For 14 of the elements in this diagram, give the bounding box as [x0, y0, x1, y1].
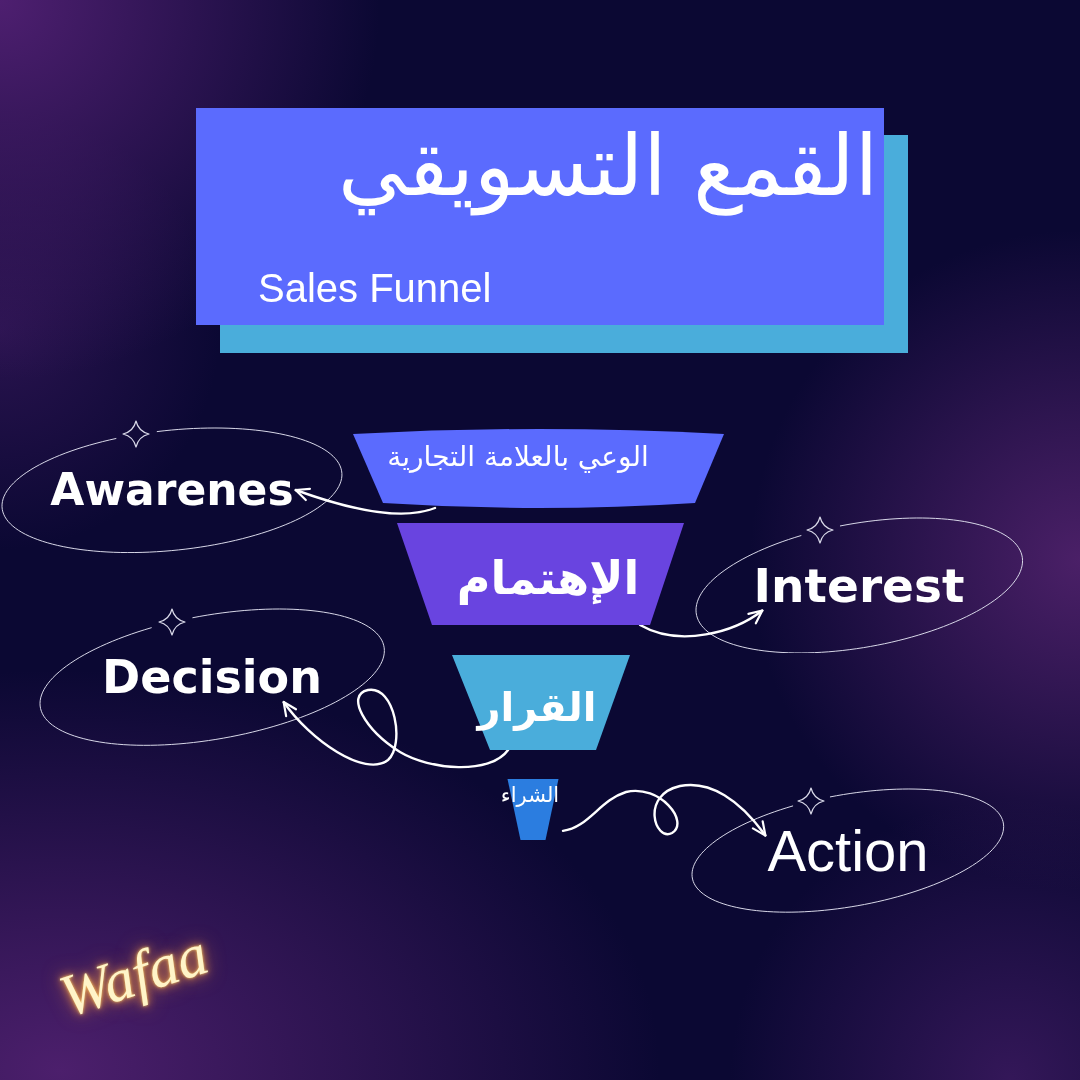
signature: Wafaa	[52, 923, 215, 1027]
funnel-tier: القرار	[452, 655, 630, 750]
title: القمع التسويقي	[338, 116, 878, 218]
stage-label: Decision	[100, 652, 324, 702]
curved-arrow	[294, 487, 437, 515]
stage-label: Awarenes	[48, 466, 296, 514]
curved-arrow	[638, 609, 764, 638]
subtitle: Sales Funnel	[258, 268, 492, 308]
funnel-tier: الإهتمام	[397, 523, 684, 625]
funnel-tier: الوعي بالعلامة التجارية	[353, 429, 724, 508]
stage-label: Action	[765, 820, 931, 882]
stage-label: Interest	[751, 559, 967, 611]
curved-arrow	[561, 783, 767, 837]
curved-arrow	[282, 688, 510, 769]
